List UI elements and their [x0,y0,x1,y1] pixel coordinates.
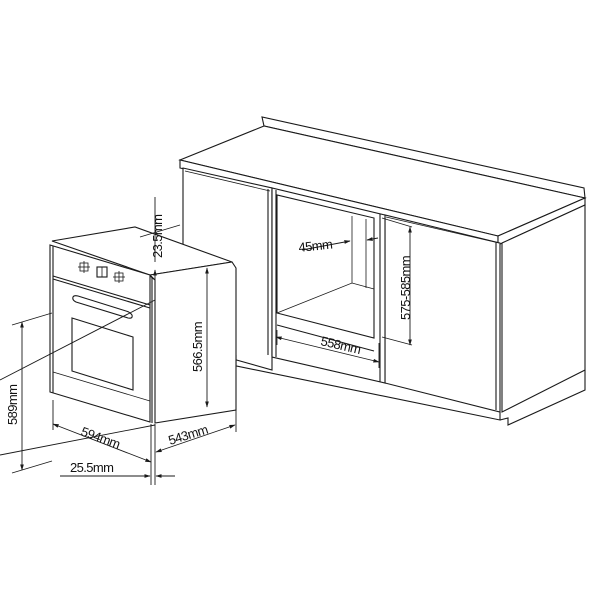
dim-side-clearance: 45mm [298,237,333,255]
dim-depth: 543mm [166,422,209,448]
kitchen-cabinet [178,116,587,426]
control-panel [78,261,125,283]
dim-width: 594mm [79,424,122,452]
knob-icon [113,271,125,283]
knob-icon [78,261,90,273]
oven [49,226,237,424]
dim-opening-height: 575-585mm [398,256,413,320]
dim-front-panel: 25.5mm [70,460,113,475]
dim-total-height: 589mm [5,385,20,425]
dim-top-offset: 23.5mm [150,215,165,258]
display-icon [96,266,108,278]
dim-body-height: 566.5mm [190,322,205,372]
